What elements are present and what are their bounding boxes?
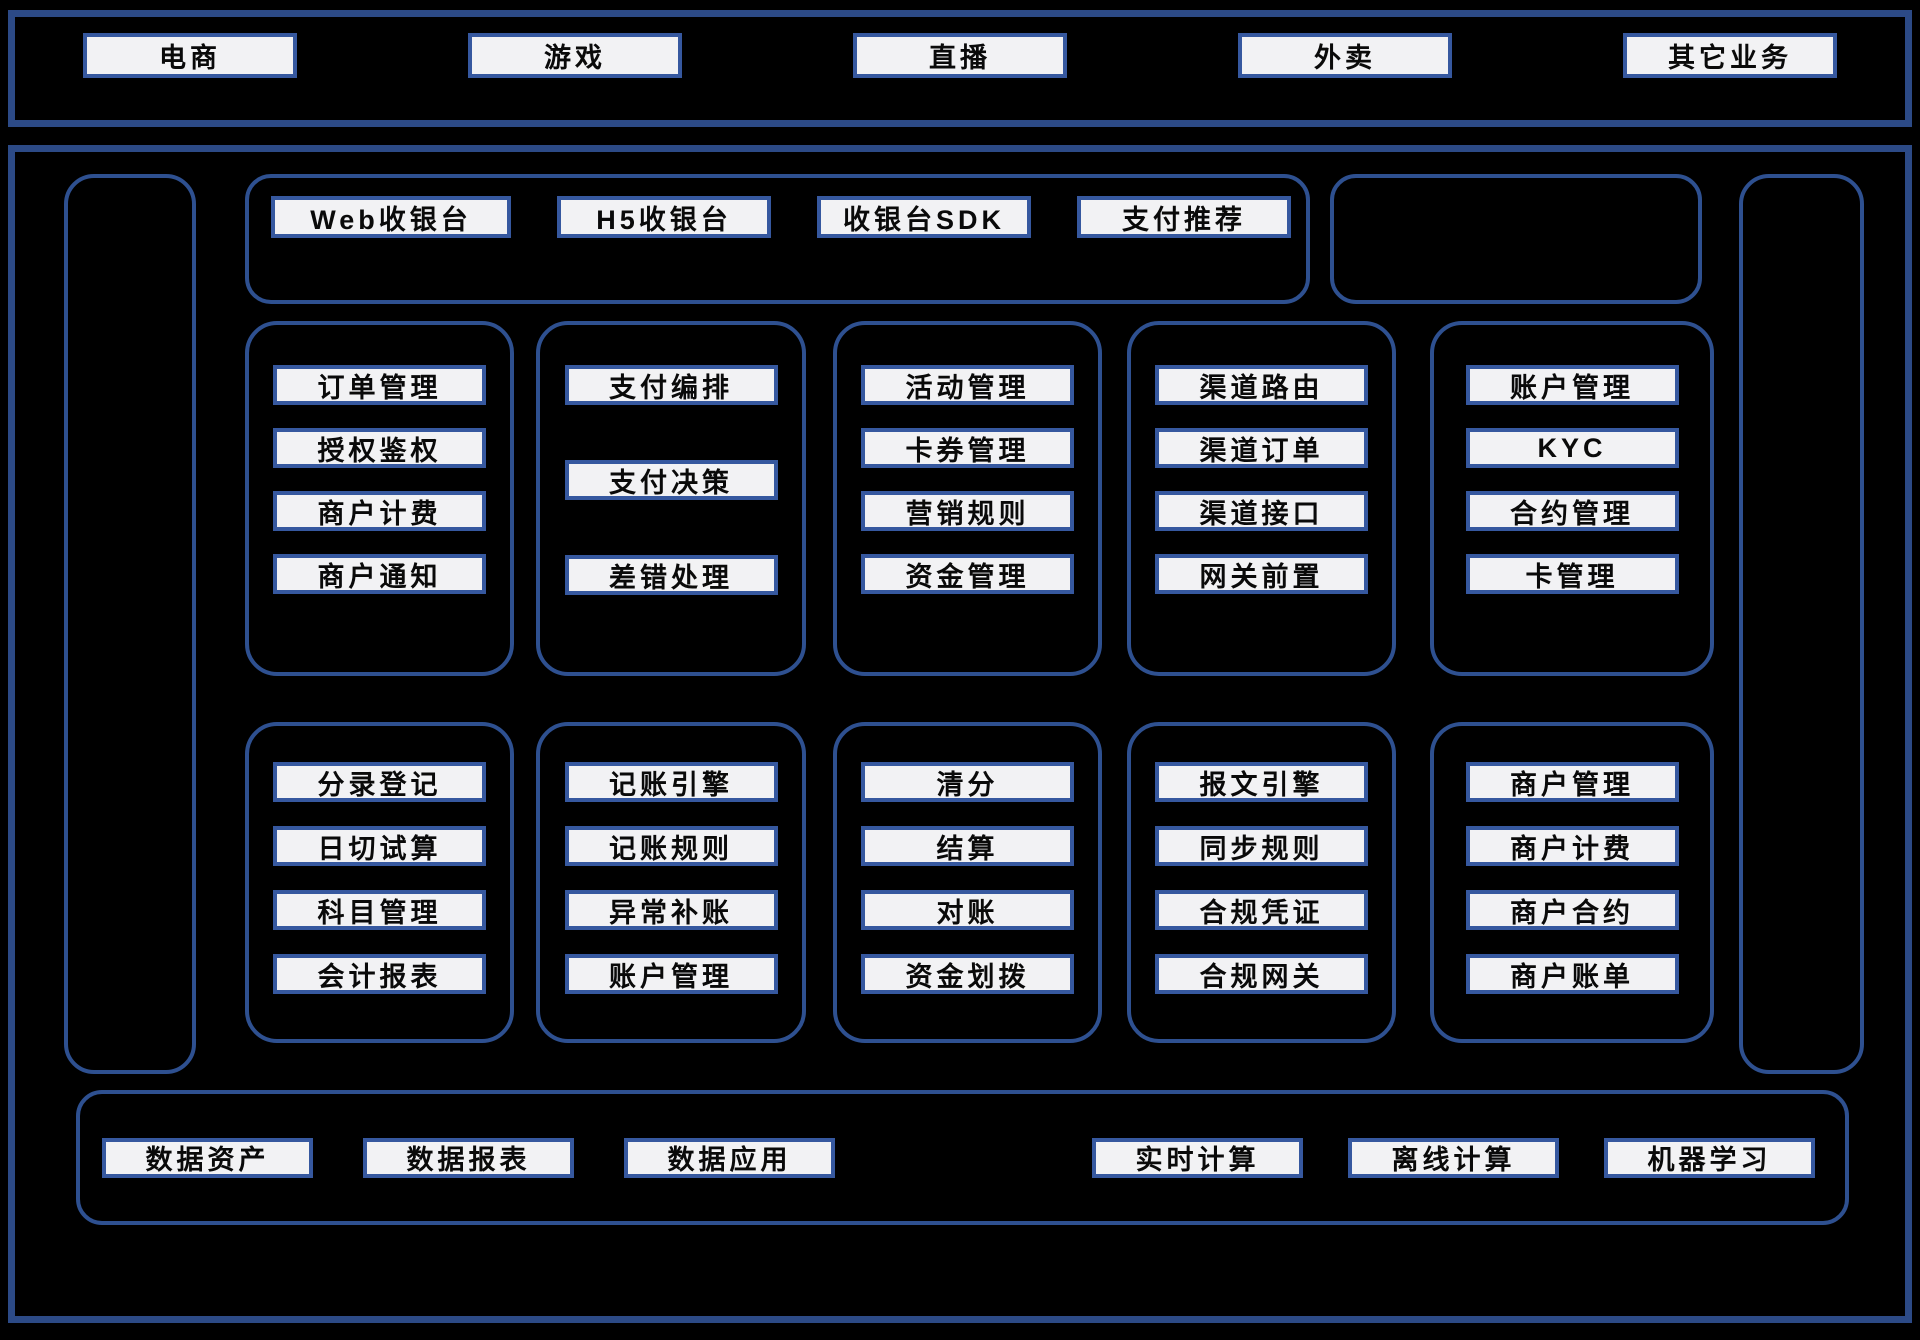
- row1-col4-panel: 渠道路由 渠道订单 渠道接口 网关前置: [1127, 321, 1396, 676]
- data-layer-right-group: 实时计算 离线计算 机器学习: [1092, 1137, 1815, 1178]
- node-card-management: 卡管理: [1465, 554, 1679, 594]
- node-day-cut-trial: 日切试算: [273, 826, 486, 866]
- node-food-delivery: 外卖: [1238, 33, 1452, 78]
- node-compliance-voucher: 合规凭证: [1155, 890, 1368, 930]
- checkout-panel: Web收银台 H5收银台 收银台SDK 支付推荐: [245, 174, 1310, 304]
- row2-col3-panel: 清分 结算 对账 资金划拨: [833, 722, 1102, 1043]
- node-web-checkout: Web收银台: [271, 196, 511, 238]
- node-marketing-rules: 营销规则: [861, 491, 1074, 531]
- node-channel-order: 渠道订单: [1155, 428, 1368, 468]
- node-merchant-billing-2: 商户计费: [1465, 826, 1679, 866]
- node-checkout-sdk: 收银台SDK: [817, 196, 1031, 238]
- node-order-management: 订单管理: [273, 365, 486, 405]
- reserved-panel: [1330, 174, 1702, 304]
- node-account-management-2: 账户管理: [564, 954, 778, 994]
- node-merchant-notification: 商户通知: [273, 554, 486, 594]
- node-merchant-billing: 商户计费: [273, 491, 486, 531]
- node-data-applications: 数据应用: [624, 1137, 835, 1178]
- node-merchant-contract: 商户合约: [1465, 890, 1679, 930]
- node-offline-computing: 离线计算: [1348, 1137, 1559, 1178]
- node-kyc: KYC: [1465, 428, 1679, 468]
- node-h5-checkout: H5收银台: [557, 196, 771, 238]
- node-auth: 授权鉴权: [273, 428, 486, 468]
- node-contract-management: 合约管理: [1465, 491, 1679, 531]
- node-error-handling: 差错处理: [564, 555, 778, 595]
- node-clearing: 清分: [861, 762, 1074, 802]
- left-rail-panel: [64, 174, 196, 1074]
- platform-container: Web收银台 H5收银台 收银台SDK 支付推荐 订单管理 授权鉴权 商户计费 …: [8, 145, 1912, 1323]
- node-compliance-gateway: 合规网关: [1155, 954, 1368, 994]
- node-payment-recommendation: 支付推荐: [1077, 196, 1291, 238]
- row1-col5-panel: 账户管理 KYC 合约管理 卡管理: [1430, 321, 1714, 676]
- node-data-assets: 数据资产: [102, 1137, 313, 1178]
- row1-col1-panel: 订单管理 授权鉴权 商户计费 商户通知: [245, 321, 514, 676]
- node-realtime-computing: 实时计算: [1092, 1137, 1303, 1178]
- node-sync-rules: 同步规则: [1155, 826, 1368, 866]
- node-message-engine: 报文引擎: [1155, 762, 1368, 802]
- node-channel-interface: 渠道接口: [1155, 491, 1368, 531]
- node-payment-orchestration: 支付编排: [564, 365, 778, 405]
- row2-col4-panel: 报文引擎 同步规则 合规凭证 合规网关: [1127, 722, 1396, 1043]
- data-layer-panel: 数据资产 数据报表 数据应用 实时计算 离线计算 机器学习: [76, 1090, 1849, 1225]
- node-livestream: 直播: [853, 33, 1067, 78]
- node-bookkeeping-engine: 记账引擎: [564, 762, 778, 802]
- node-campaign-management: 活动管理: [861, 365, 1074, 405]
- row2-col1-panel: 分录登记 日切试算 科目管理 会计报表: [245, 722, 514, 1043]
- row1-col3-panel: 活动管理 卡券管理 营销规则 资金管理: [833, 321, 1102, 676]
- node-data-reports: 数据报表: [363, 1137, 574, 1178]
- node-entry-registration: 分录登记: [273, 762, 486, 802]
- node-accounting-reports: 会计报表: [273, 954, 486, 994]
- row2-col2-panel: 记账引擎 记账规则 异常补账 账户管理: [536, 722, 806, 1043]
- node-fund-management: 资金管理: [861, 554, 1074, 594]
- node-merchant-bill: 商户账单: [1465, 954, 1679, 994]
- node-settlement: 结算: [861, 826, 1074, 866]
- business-layer-bar: 电商 游戏 直播 外卖 其它业务: [8, 10, 1912, 127]
- node-channel-routing: 渠道路由: [1155, 365, 1368, 405]
- node-gaming: 游戏: [468, 33, 682, 78]
- right-rail-panel: [1739, 174, 1864, 1074]
- data-layer-left-group: 数据资产 数据报表 数据应用: [102, 1137, 835, 1178]
- node-bookkeeping-rules: 记账规则: [564, 826, 778, 866]
- node-reconciliation: 对账: [861, 890, 1074, 930]
- node-fund-transfer: 资金划拨: [861, 954, 1074, 994]
- node-other-business: 其它业务: [1623, 33, 1837, 78]
- node-machine-learning: 机器学习: [1604, 1137, 1815, 1178]
- node-account-management: 账户管理: [1465, 365, 1679, 405]
- node-merchant-management: 商户管理: [1465, 762, 1679, 802]
- row2-col5-panel: 商户管理 商户计费 商户合约 商户账单: [1430, 722, 1714, 1043]
- row1-col2-panel: 支付编排 支付决策 差错处理: [536, 321, 806, 676]
- node-ecommerce: 电商: [83, 33, 297, 78]
- node-subject-management: 科目管理: [273, 890, 486, 930]
- node-exception-adjustment: 异常补账: [564, 890, 778, 930]
- node-gateway-front: 网关前置: [1155, 554, 1368, 594]
- node-payment-decision: 支付决策: [564, 460, 778, 500]
- node-coupon-management: 卡券管理: [861, 428, 1074, 468]
